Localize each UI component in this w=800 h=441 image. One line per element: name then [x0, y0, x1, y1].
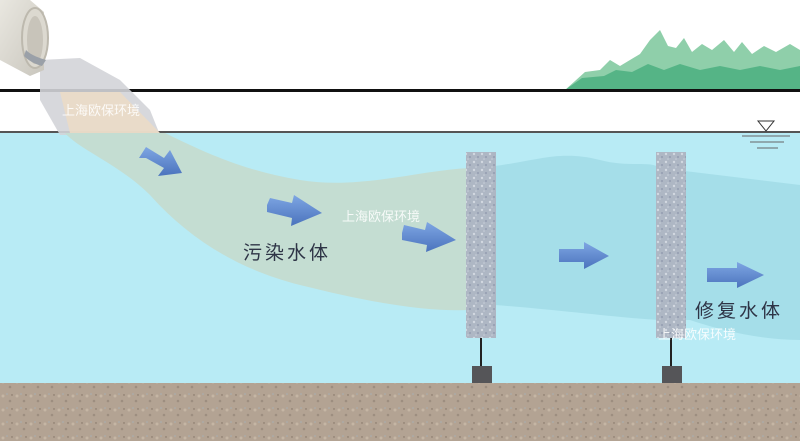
drain-pipe [0, 0, 49, 76]
flow-arrow-1 [139, 147, 182, 176]
flow-arrow-2 [267, 195, 322, 226]
ground-line [0, 89, 800, 92]
water-surface-line [0, 131, 800, 133]
discharge-plume-air [60, 92, 160, 133]
tree-line [565, 30, 800, 90]
polluted-plume [65, 133, 470, 311]
restored-water-label: 修复水体 [695, 300, 784, 322]
barrier-1 [466, 152, 496, 383]
barrier-2 [656, 152, 686, 383]
flow-arrow-5 [707, 262, 764, 288]
polluted-water-label: 污染水体 [243, 242, 332, 264]
watermark: 上海欧保环境 [342, 210, 421, 225]
riverbed-soil [0, 383, 800, 441]
flow-arrow-3 [402, 222, 456, 252]
watermark: 上海欧保环境 [658, 328, 737, 343]
flow-arrow-4 [559, 242, 609, 269]
water-level-marker [742, 120, 790, 149]
restored-plume [495, 155, 800, 340]
watermark: 上海欧保环境 [62, 104, 141, 119]
